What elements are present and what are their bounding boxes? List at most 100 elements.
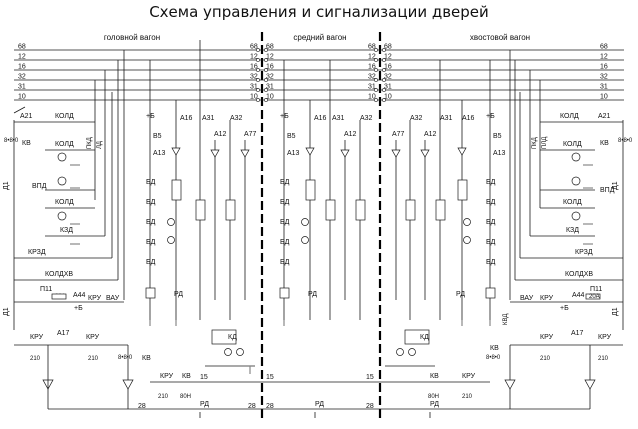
bd-label-mid-3: БД xyxy=(280,219,290,226)
door-lamp-icon xyxy=(236,348,244,356)
train-wire-label-12: 12 xyxy=(368,54,376,61)
kru-positions-1: 210 xyxy=(30,356,41,362)
kold-label-2: КОЛД xyxy=(55,141,74,148)
door-lamp-icon xyxy=(57,176,67,186)
coupler-contact-icon xyxy=(264,58,268,62)
train-wire-label-31: 31 xyxy=(18,84,26,91)
plus-b-label-tail-low: +Б xyxy=(560,305,569,312)
coupler-contact-icon xyxy=(256,58,260,62)
train-wire-label-68: 68 xyxy=(600,44,608,51)
indicator-lamp-icon xyxy=(167,218,175,226)
kv-positions-tail: 8•8•0 xyxy=(618,138,633,144)
krzd-label-tail: КРЗД xyxy=(575,249,593,256)
indicator-lamp-icon xyxy=(301,218,309,226)
a31-label-mid: А31 xyxy=(332,115,345,122)
kv-positions-low: 8•8•0 xyxy=(118,355,133,361)
kru-label: КРУ xyxy=(88,295,102,302)
diode-icon xyxy=(171,147,181,156)
indicator-lamp-icon xyxy=(301,236,309,244)
ld-label: ЛД xyxy=(97,141,103,149)
fuse-icon xyxy=(51,293,67,300)
diode-icon xyxy=(420,149,430,158)
kru-label-tail-a: КРУ xyxy=(540,295,554,302)
coupler-contact-icon xyxy=(382,48,386,52)
resistor-icon xyxy=(171,179,182,201)
bd-label-mid-1: БД xyxy=(280,179,290,186)
train-wire-label-32: 32 xyxy=(250,74,258,81)
rd-label-bottom-1: РД xyxy=(200,401,209,408)
train-wire-label-31: 31 xyxy=(250,84,258,91)
kv-label-tail: КВ xyxy=(600,140,609,147)
pld-label-tail: ПЛД xyxy=(542,137,548,149)
d1-label: Д1 xyxy=(3,181,10,190)
door-lamp-icon xyxy=(57,152,67,162)
a21-label: А21 xyxy=(20,113,33,120)
train-wire-label-12: 12 xyxy=(600,54,608,61)
coupler-contact-icon xyxy=(374,68,378,72)
a13-label-tail: А13 xyxy=(493,150,506,157)
train-wire-label-31: 31 xyxy=(384,84,392,91)
car-label-tail: хвостовой вагон xyxy=(470,33,530,42)
train-wire-label-32: 32 xyxy=(266,74,274,81)
resistor-icon xyxy=(325,199,336,221)
door-switch-block xyxy=(211,329,237,345)
rd-label-mid-coil: РД xyxy=(308,291,317,298)
train-wire-label-10: 10 xyxy=(368,94,376,101)
train-wire-label-32: 32 xyxy=(600,74,608,81)
coupler-contact-icon xyxy=(264,78,268,82)
v5-label-mid: В5 xyxy=(287,133,296,140)
bd-label-head-5: БД xyxy=(146,259,156,266)
a13-label-head: А13 xyxy=(153,150,166,157)
a21-label-tail: А21 xyxy=(598,113,611,120)
kold-label-tail-1: КОЛД xyxy=(560,113,579,120)
coupler-contact-icon xyxy=(256,68,260,72)
car-label-middle: средний вагон xyxy=(293,33,346,42)
vau-label-tail: ВАУ xyxy=(520,295,534,302)
diode-icon xyxy=(210,149,220,158)
kru-positions-low-head: 210 xyxy=(158,394,169,400)
door-lamp-icon xyxy=(571,211,581,221)
diode-icon xyxy=(240,149,250,158)
a16-label-head: А16 xyxy=(180,115,193,122)
a17-label: А17 xyxy=(57,330,70,337)
kru-positions-tail-1: 210 xyxy=(540,356,551,362)
kru-positions-2: 210 xyxy=(88,356,99,362)
a12-label-head: А12 xyxy=(214,131,227,138)
train-wire-label-10: 10 xyxy=(250,94,258,101)
wire-28-label-mid-2: 28 xyxy=(366,403,374,410)
coupler-contact-icon xyxy=(382,58,386,62)
wire-15-label-head: 15 xyxy=(200,374,208,381)
pkd-label: ПКД xyxy=(87,137,93,149)
train-wire-label-16: 16 xyxy=(368,64,376,71)
wire-28-label-left: 28 xyxy=(248,403,256,410)
door-lamp-icon xyxy=(396,348,404,356)
coupler-contact-icon xyxy=(382,88,386,92)
plus-b-label-head: +Б xyxy=(146,113,155,120)
kru-label-low-head: КРУ xyxy=(160,373,174,380)
coupler-contact-icon xyxy=(264,68,268,72)
p11-label: П11 xyxy=(40,286,52,293)
krzd-label: КРЗД xyxy=(28,249,46,256)
diode-icon xyxy=(584,379,596,390)
coupler-contact-icon xyxy=(374,98,378,102)
indicator-lamp-icon xyxy=(167,236,175,244)
train-wire-label-16: 16 xyxy=(266,64,274,71)
train-wire-label-12: 12 xyxy=(250,54,258,61)
kru-positions-low-tail: 210 xyxy=(462,394,473,400)
resistor-icon xyxy=(355,199,366,221)
resistor-icon xyxy=(457,179,468,201)
train-wire-label-31: 31 xyxy=(266,84,274,91)
coupler-contact-icon xyxy=(256,88,260,92)
vpd-label-tail: ВПД xyxy=(600,187,615,194)
kru-label-2: КРУ xyxy=(30,334,44,341)
diode-icon xyxy=(305,147,315,156)
train-wire-label-68: 68 xyxy=(266,44,274,51)
train-wire-label-16: 16 xyxy=(250,64,258,71)
train-wire-label-32: 32 xyxy=(368,74,376,81)
door-lamp-icon xyxy=(571,176,581,186)
a13-label-mid: А13 xyxy=(287,150,300,157)
door-lamp-icon xyxy=(57,211,67,221)
rd-label-bottom-3: РД xyxy=(430,401,439,408)
train-wire-label-12: 12 xyxy=(18,54,26,61)
d1-label-tail: Д1 xyxy=(612,181,619,190)
